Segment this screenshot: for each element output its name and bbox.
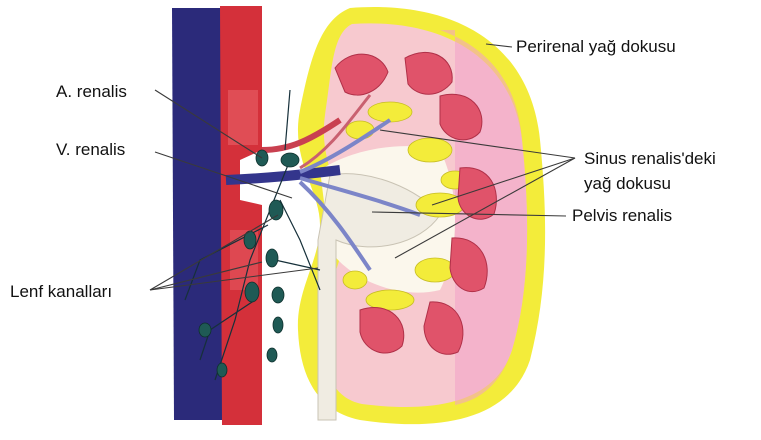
label-perirenal-fat: Perirenal yağ dokusu [516, 37, 676, 56]
label-lenf-kanallari: Lenf kanalları [10, 282, 112, 301]
aorta [220, 6, 262, 425]
label-pelvis-renalis: Pelvis renalis [572, 206, 672, 225]
label-sinus-fat-line1: Sinus renalis'deki [584, 149, 716, 168]
label-a-renalis: A. renalis [56, 82, 127, 101]
label-sinus-fat-line2: yağ dokusu [584, 174, 671, 193]
label-v-renalis: V. renalis [56, 140, 125, 159]
vena-cava [172, 8, 226, 420]
